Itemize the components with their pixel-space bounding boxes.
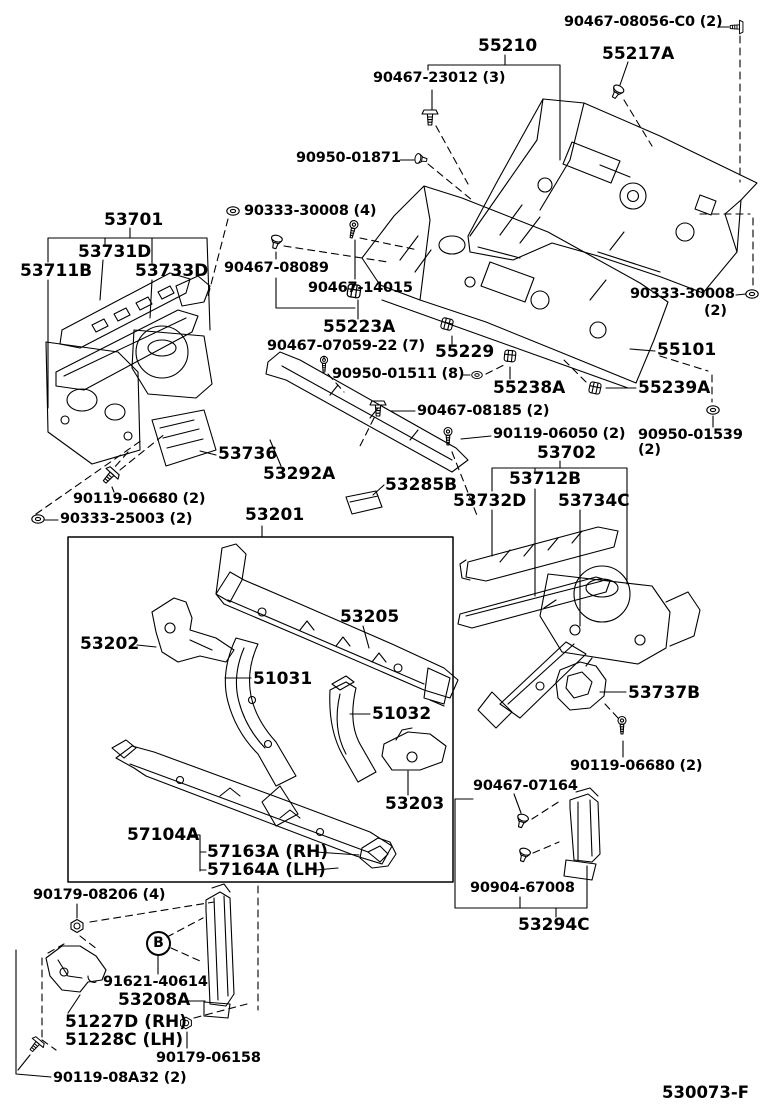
part-label-53205: 53205	[340, 607, 400, 627]
part-label-90950-01871: 90950-01871	[296, 150, 401, 166]
part-label-53702: 53702	[537, 443, 597, 463]
part-label-53712b: 53712B	[509, 469, 582, 489]
part-label-91621-40614: 91621-40614	[103, 974, 208, 990]
part-label-90119-08a32: 90119-08A32 (2)	[53, 1070, 187, 1086]
part-label-53711b: 53711B	[20, 261, 93, 281]
part-51227d-drawing	[45, 945, 107, 993]
part-53737b-drawing	[555, 657, 607, 711]
retainer-icon	[745, 289, 759, 299]
part-label-53734c: 53734C	[558, 491, 630, 511]
part-label-90179-06158: 90179-06158	[156, 1050, 261, 1066]
part-53292a-drawing	[265, 351, 469, 473]
clip-icon	[516, 846, 532, 864]
part-label-53736: 53736	[218, 444, 278, 464]
part-53701-assembly-drawing	[45, 272, 213, 465]
part-label-90333-30008-2-qty: (2)	[704, 303, 727, 319]
part-label-53292a: 53292A	[263, 464, 336, 484]
part-55101-drawing	[361, 185, 669, 389]
part-label-90119-06680-right: 90119-06680 (2)	[570, 758, 703, 774]
part-label-90119-06680-left: 90119-06680 (2)	[73, 491, 206, 507]
part-label-55238a: 55238A	[493, 378, 566, 398]
part-label-90467-08185: 90467-08185 (2)	[417, 403, 550, 419]
part-label-90333-25003: 90333-25003 (2)	[60, 511, 193, 527]
part-label-90119-06050: 90119-06050 (2)	[493, 426, 626, 442]
part-label-53731d: 53731D	[78, 242, 152, 262]
part-label-90333-30008-4: 90333-30008 (4)	[244, 203, 377, 219]
part-53702-assembly-drawing	[457, 526, 701, 729]
bolt-icon	[369, 400, 387, 417]
grommet-icon	[471, 370, 483, 380]
retainer-icon	[226, 206, 240, 216]
part-label-51031: 51031	[253, 669, 313, 689]
part-label-90467-08056: 90467-08056-C0 (2)	[564, 14, 723, 30]
part-label-51227d: 51227D (RH)	[65, 1012, 188, 1032]
part-label-55223a: 55223A	[323, 317, 396, 337]
clip-icon	[608, 82, 626, 101]
clip-icon	[503, 349, 517, 363]
part-label-53201: 53201	[245, 505, 305, 525]
part-label-51032: 51032	[372, 704, 432, 724]
screw-icon	[346, 219, 360, 240]
part-label-55239a: 55239A	[638, 378, 711, 398]
part-label-90467-14015: 90467-14015	[308, 280, 413, 296]
part-label-55101: 55101	[657, 340, 717, 360]
part-label-55229: 55229	[435, 342, 495, 362]
nut-icon	[70, 918, 84, 934]
part-label-57104a: 57104A	[127, 825, 200, 845]
clip-icon	[268, 233, 284, 251]
part-label-90950-01511: 90950-01511 (8)	[332, 366, 465, 382]
callout-b-letter: B	[153, 935, 164, 951]
clip-icon	[413, 152, 429, 166]
part-label-90333-30008-2: 90333-30008	[630, 286, 735, 302]
part-55210-drawing	[467, 98, 758, 294]
clip-icon	[587, 380, 603, 396]
part-label-53203: 53203	[385, 794, 445, 814]
clip-icon	[514, 812, 530, 830]
leader-lines	[15, 26, 747, 1078]
part-label-55210: 55210	[478, 36, 538, 56]
part-label-57164a: 57164A (LH)	[207, 860, 326, 880]
part-label-53202: 53202	[80, 634, 140, 654]
part-label-53285b: 53285B	[385, 475, 458, 495]
part-label-90467-23012: 90467-23012 (3)	[373, 70, 506, 86]
bolt-icon	[25, 1035, 47, 1056]
part-label-90950-01539: 90950-01539 (2)	[638, 427, 743, 458]
bolt-icon	[421, 109, 439, 126]
part-53294c-drawing	[563, 787, 601, 881]
clip-icon	[439, 316, 455, 332]
part-label-51228c: 51228C (LH)	[65, 1030, 184, 1050]
bolt-icon	[98, 464, 122, 488]
grommet-icon	[706, 405, 720, 415]
part-label-90467-07059: 90467-07059-22 (7)	[267, 338, 425, 354]
part-53285b-drawing	[345, 490, 383, 515]
part-label-90467-07164: 90467-07164	[473, 778, 578, 794]
part-53736-drawing	[151, 409, 217, 467]
part-label-53737b: 53737B	[628, 683, 701, 703]
bolt-icon	[729, 19, 744, 35]
part-label-53208a: 53208A	[118, 990, 191, 1010]
part-label-53732d: 53732D	[453, 491, 527, 511]
callout-b: B	[146, 931, 171, 956]
part-label-53701: 53701	[104, 210, 164, 230]
retainer-icon	[31, 514, 45, 524]
part-label-90179-08206: 90179-08206 (4)	[33, 887, 166, 903]
drawing-number: 530073-F	[662, 1083, 750, 1102]
part-label-90904-67008: 90904-67008	[470, 880, 575, 896]
part-label-90467-08089: 90467-08089	[224, 260, 329, 276]
part-label-53733d: 53733D	[135, 261, 209, 281]
part-label-57163a: 57163A (RH)	[207, 842, 329, 862]
part-label-55217a: 55217A	[602, 44, 675, 64]
dashed-lines	[35, 35, 754, 1051]
part-label-53294c: 53294C	[518, 915, 590, 935]
bolt-icon	[617, 715, 627, 735]
part-53201-group-box	[67, 536, 459, 883]
part-53208a-drawing	[203, 883, 235, 1019]
